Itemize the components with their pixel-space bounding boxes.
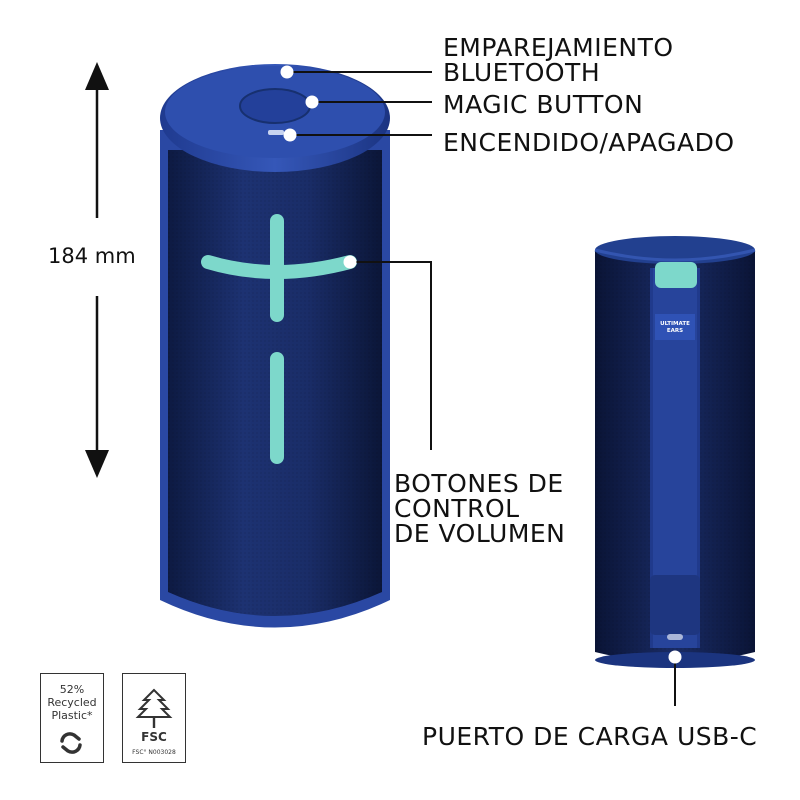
power-callout: ENCENDIDO/APAGADO xyxy=(443,128,735,157)
bluetooth-callout-line2: BLUETOOTH xyxy=(443,58,601,87)
fsc-badge: FSC FSC° N003028 xyxy=(122,673,186,763)
volume-callout-line1: BOTONES DE xyxy=(394,469,564,498)
front-callout-lines xyxy=(280,65,432,450)
usb-c-port xyxy=(667,634,683,640)
fsc-code: FSC° N003028 xyxy=(132,749,176,756)
volume-callout-line3: DE VOLUMEN xyxy=(394,519,566,548)
height-dimension-label: 184 mm xyxy=(48,244,136,268)
volume-callout-line2: CONTROL xyxy=(394,494,520,523)
back-speaker xyxy=(594,236,756,706)
brand-label-line2: EARS xyxy=(666,328,684,334)
usb-dot xyxy=(668,650,682,664)
recycled-percent: 52% xyxy=(59,683,85,696)
magic-dot xyxy=(305,95,319,109)
volume-dot xyxy=(343,255,357,269)
front-speaker xyxy=(160,64,390,628)
recycled-plastic-badge: 52% Recycled Plastic* xyxy=(40,673,104,763)
power-dot xyxy=(283,128,297,142)
height-arrow xyxy=(85,62,109,478)
magic-button-callout: MAGIC BUTTON xyxy=(443,90,644,119)
strap-loop xyxy=(655,262,697,288)
recycled-line1: Recycled xyxy=(47,696,97,709)
bluetooth-callout-line1: EMPAREJAMIENTO xyxy=(443,33,674,62)
bluetooth-dot xyxy=(280,65,294,79)
fsc-logo-text: FSC xyxy=(141,730,167,744)
brand-label-line1: ULTIMATE xyxy=(660,321,690,327)
usb-callout: PUERTO DE CARGA USB-C xyxy=(422,722,758,751)
volume-minus[interactable] xyxy=(270,352,284,464)
brand-label: ULTIMATE EARS xyxy=(655,321,695,335)
volume-plus-horizontal[interactable] xyxy=(201,255,357,279)
recycled-line2: Plastic* xyxy=(51,709,93,722)
